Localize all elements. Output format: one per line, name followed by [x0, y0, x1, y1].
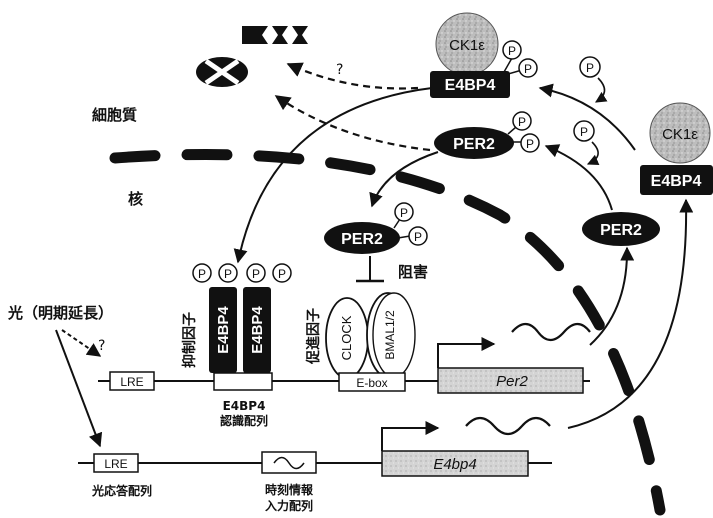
per2-label: PER2	[341, 231, 383, 248]
ck1e-label: CK1ε	[662, 126, 698, 143]
e4bp4-protein-label: E4BP4	[651, 173, 702, 190]
cytoplasm-label: 細胞質	[92, 106, 137, 124]
lre-label: LRE	[104, 457, 127, 471]
per2-label: PER2	[453, 136, 495, 153]
degradation-arrow-per2	[276, 96, 430, 150]
ck1e-e4bp4-complex-cytoplasm: CK1ε E4BP4 P P	[430, 13, 537, 98]
e4bp4-mrna-icon	[466, 418, 550, 434]
export-arrow-per2	[546, 146, 612, 210]
ebox-label: E-box	[356, 376, 387, 390]
activator-label: 促進因子	[305, 308, 322, 365]
phospho-icon: P	[524, 62, 532, 76]
phospho-icon-label: P	[586, 61, 594, 75]
degradation-question-mark: ?	[336, 62, 343, 78]
time-info-label-line1: 時刻情報	[265, 482, 314, 497]
per2-nucleus-right: PER2	[582, 212, 660, 246]
e4bp4-transcription-arrow	[382, 428, 438, 451]
e4bp4-gene-label: E4bp4	[433, 456, 476, 473]
lre-label: LRE	[120, 375, 143, 389]
e4bp4-site-label-line1: E4BP4	[223, 399, 266, 413]
light-arrow-solid	[56, 330, 100, 446]
phosphorylation-arrow	[588, 142, 598, 164]
time-info-label-line2: 入力配列	[265, 498, 313, 513]
phospho-icon: P	[508, 44, 516, 58]
per2-transcription-arrow	[438, 344, 494, 368]
nucleus-label: 核	[128, 190, 143, 208]
e4bp4-protein-label: E4BP4	[215, 306, 232, 354]
per2-phosphorylated-nucleus: PER2 P P	[324, 203, 427, 254]
ck1e-e4bp4-complex-nucleus: CK1ε E4BP4	[640, 103, 713, 195]
light-arrow-dashed	[62, 330, 100, 356]
e4bp4-site-label-line2: 認識配列	[220, 413, 268, 428]
degradation-fragments-icon	[242, 26, 308, 44]
phospho-icon: P	[224, 267, 232, 281]
bmal-label: BMAL1/2	[383, 310, 397, 360]
clock-bmal-complex: CLOCK BMAL1/2	[326, 293, 415, 378]
phospho-icon: P	[198, 267, 206, 281]
phospho-icon: P	[526, 137, 534, 151]
repressor-label: 抑制因子	[181, 312, 198, 368]
e4bp4-protein-label: E4BP4	[249, 306, 266, 354]
light-response-element-label: 光応答配列	[91, 483, 152, 498]
degraded-protein-icon	[196, 57, 248, 87]
light-label: 光（明期延長）	[7, 304, 113, 322]
phospho-icon: P	[400, 206, 408, 220]
translation-arrow-per2	[590, 248, 627, 345]
inhibition-label: 阻害	[398, 263, 428, 281]
ck1e-label: CK1ε	[449, 37, 485, 54]
per2-label: PER2	[600, 222, 642, 239]
degradation-arrow-e4bp4	[288, 64, 418, 89]
light-question-mark: ?	[98, 338, 105, 354]
clock-label: CLOCK	[339, 315, 354, 360]
per2-gene-label: Per2	[496, 373, 528, 390]
e4bp4-repressor-dimer: E4BP4 E4BP4 P P P P	[193, 264, 291, 373]
phospho-icon: P	[518, 115, 526, 129]
phospho-icon: P	[278, 267, 286, 281]
per2-phosphorylated-cytoplasm: PER2 P P	[434, 112, 539, 159]
per2-mrna-icon	[512, 324, 590, 340]
e4bp4-binding-site	[214, 373, 272, 390]
phospho-icon: P	[414, 230, 422, 244]
phospho-icon-label: P	[580, 125, 588, 139]
phospho-icon: P	[252, 267, 260, 281]
phosphorylation-arrow	[596, 78, 605, 102]
e4bp4-protein-label: E4BP4	[445, 77, 496, 94]
